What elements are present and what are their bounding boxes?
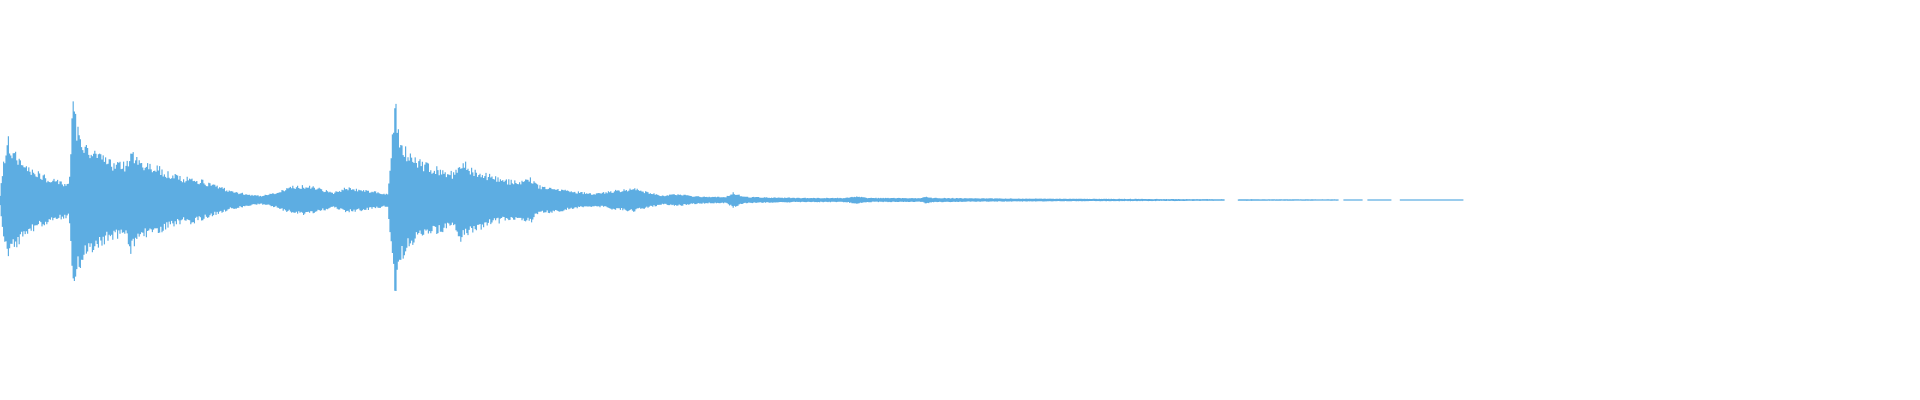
waveform-bars [0,101,1464,291]
waveform-trace [0,101,1464,291]
